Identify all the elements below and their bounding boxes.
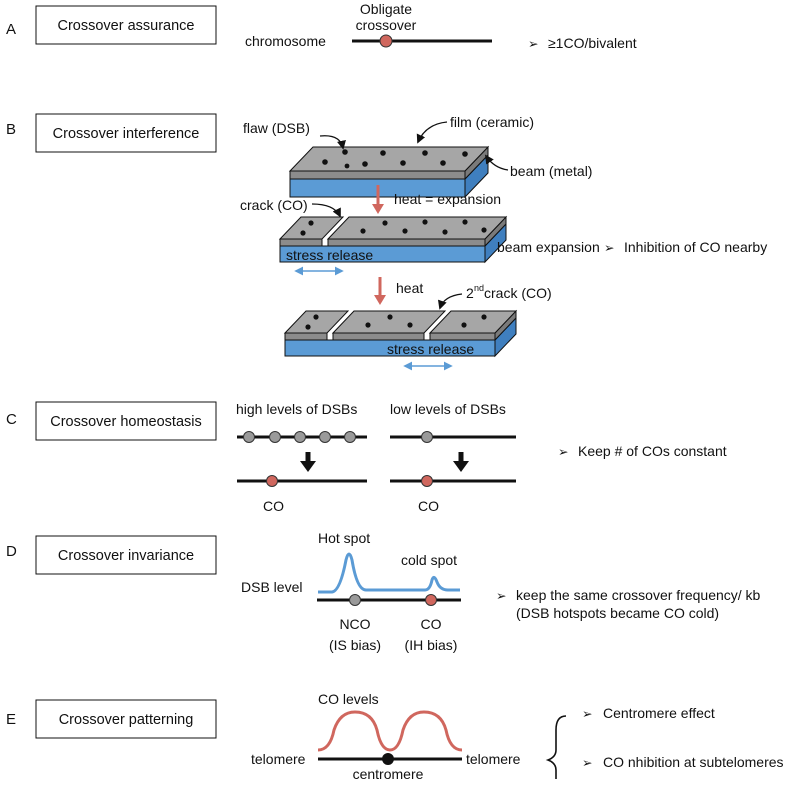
curly-brace	[545, 715, 567, 779]
panel-c-letter: C	[6, 411, 17, 428]
panel-b: B Crossover interference flaw (DSB) film…	[6, 113, 767, 371]
telomere-left-label: telomere	[251, 751, 306, 767]
telomere-right-label: telomere	[466, 751, 521, 767]
co-right-label: CO	[418, 498, 439, 514]
panel-d-title-box	[35, 535, 217, 575]
high-co-dot	[266, 475, 278, 487]
panel-d-note-2: (DSB hotspots became CO cold)	[516, 605, 719, 621]
panel-a-letter: A	[6, 21, 16, 38]
second-crack-label: crack (CO)	[484, 285, 552, 301]
panel-b-letter: B	[6, 121, 16, 138]
panel-d: D Crossover invariance Hot spot cold spo…	[6, 530, 761, 653]
heat-arrow-1-head	[372, 204, 384, 214]
panel-a-bullet: ➢	[528, 37, 539, 51]
low-co-dot	[421, 475, 433, 487]
cold-spot-label: cold spot	[401, 552, 457, 568]
obligate-label-2: crossover	[356, 17, 417, 33]
stress-release-label-2: stress release	[387, 341, 474, 357]
nco-label: NCO	[339, 616, 370, 632]
panel-b-title: Crossover interference	[53, 126, 200, 142]
co-levels-curve	[317, 710, 463, 752]
panel-d-bullet: ➢	[496, 589, 507, 603]
centromere-dot	[382, 753, 394, 765]
subtelomere-note: CO nhibition at subtelomeres	[603, 754, 784, 770]
panel-c-bullet: ➢	[558, 445, 569, 459]
film-label: film (ceramic)	[450, 114, 534, 130]
second-crack-superscript: nd	[474, 283, 484, 293]
dsb-level-label: DSB level	[241, 579, 302, 595]
heat-arrow-2-head	[374, 295, 386, 305]
film-arrow	[416, 121, 448, 144]
is-bias-label: (IS bias)	[329, 637, 381, 653]
crack-label: crack (CO)	[240, 197, 308, 213]
inhibition-label: Inhibition of CO nearby	[624, 239, 767, 255]
co-left-label: CO	[263, 498, 284, 514]
chromosome-label: chromosome	[245, 33, 326, 49]
hot-spot-label: Hot spot	[318, 530, 370, 546]
panel-a-note: ≥1CO/bivalent	[548, 35, 637, 51]
flaw-label: flaw (DSB)	[243, 120, 310, 136]
panel-c-note: Keep # of COs constant	[578, 443, 727, 459]
second-crack-arrow	[437, 293, 463, 310]
nco-dot	[349, 594, 361, 606]
centromere-label: centromere	[353, 766, 424, 782]
ih-bias-label: (IH bias)	[405, 637, 458, 653]
co-dot	[425, 594, 437, 606]
stress-release-label-1: stress release	[286, 247, 373, 263]
panel-e-bullet-2: ➢	[582, 756, 593, 770]
panel-c-title: Crossover homeostasis	[50, 414, 202, 430]
dsb-level-curve	[318, 552, 460, 594]
slab-two-cracks	[283, 309, 518, 358]
panel-c: C Crossover homeostasis high levels of D…	[6, 401, 727, 514]
beam-expansion-label: beam expansion	[497, 239, 600, 255]
high-dsb-nodes	[243, 431, 356, 443]
flaw-arrow	[319, 135, 346, 150]
panel-b-title-box	[35, 113, 217, 153]
d-co-label: CO	[421, 616, 442, 632]
slab-one-crack	[278, 215, 508, 264]
obligate-crossover-dot	[379, 34, 393, 48]
panel-e-title-box	[35, 699, 217, 739]
panel-e: E Crossover patterning CO levels telomer…	[6, 691, 784, 782]
panel-d-letter: D	[6, 543, 17, 560]
panel-a: A Crossover assurance chromosome Obligat…	[6, 1, 637, 51]
high-dsb-label: high levels of DSBs	[236, 401, 357, 417]
beam-arrow	[484, 154, 509, 171]
crack-arrow	[311, 203, 341, 218]
beam-label: beam (metal)	[510, 163, 592, 179]
slab-intact	[288, 145, 490, 199]
panel-d-note-1: keep the same crossover frequency/ kb	[516, 587, 761, 603]
panel-e-bullet-1: ➢	[582, 707, 593, 721]
co-levels-label: CO levels	[318, 691, 379, 707]
heat-expansion-label: heat = expansion	[394, 191, 501, 207]
panel-a-title-box	[35, 5, 217, 45]
panel-c-title-box	[35, 401, 217, 441]
second-crack-number: 2	[466, 285, 474, 301]
low-dsb-label: low levels of DSBs	[390, 401, 506, 417]
heat-label: heat	[396, 280, 423, 296]
low-down-arrow-head	[453, 461, 469, 472]
low-dsb-node	[421, 431, 433, 443]
centromere-effect-note: Centromere effect	[603, 705, 715, 721]
panel-e-title: Crossover patterning	[59, 712, 194, 728]
panel-a-title: Crossover assurance	[58, 18, 195, 34]
panel-e-letter: E	[6, 711, 16, 728]
panel-b-bullet: ➢	[604, 241, 615, 255]
high-down-arrow-head	[300, 461, 316, 472]
panel-d-title: Crossover invariance	[58, 548, 194, 564]
obligate-label-1: Obligate	[360, 1, 412, 17]
